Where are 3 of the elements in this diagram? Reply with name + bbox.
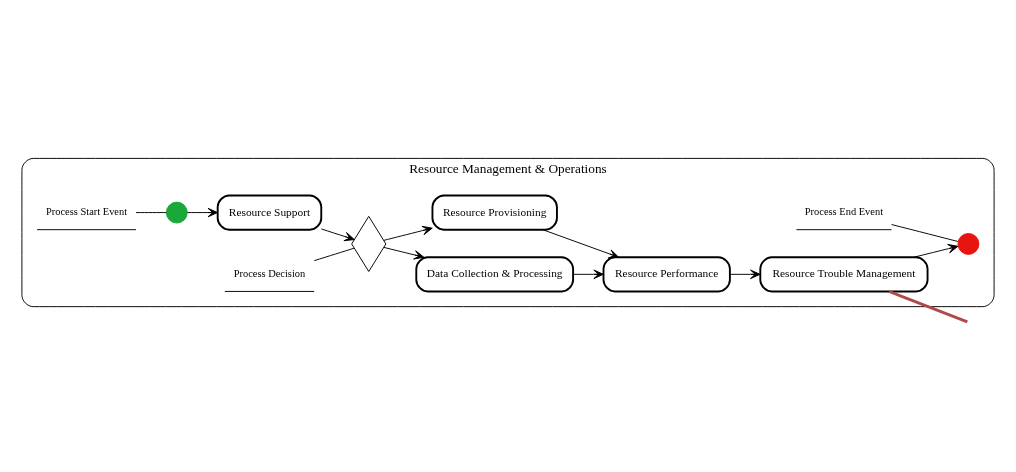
node-text: Process Start Event [45, 205, 128, 217]
node-text: Process End Event [804, 205, 884, 217]
node-text: Process Decision [233, 267, 306, 279]
